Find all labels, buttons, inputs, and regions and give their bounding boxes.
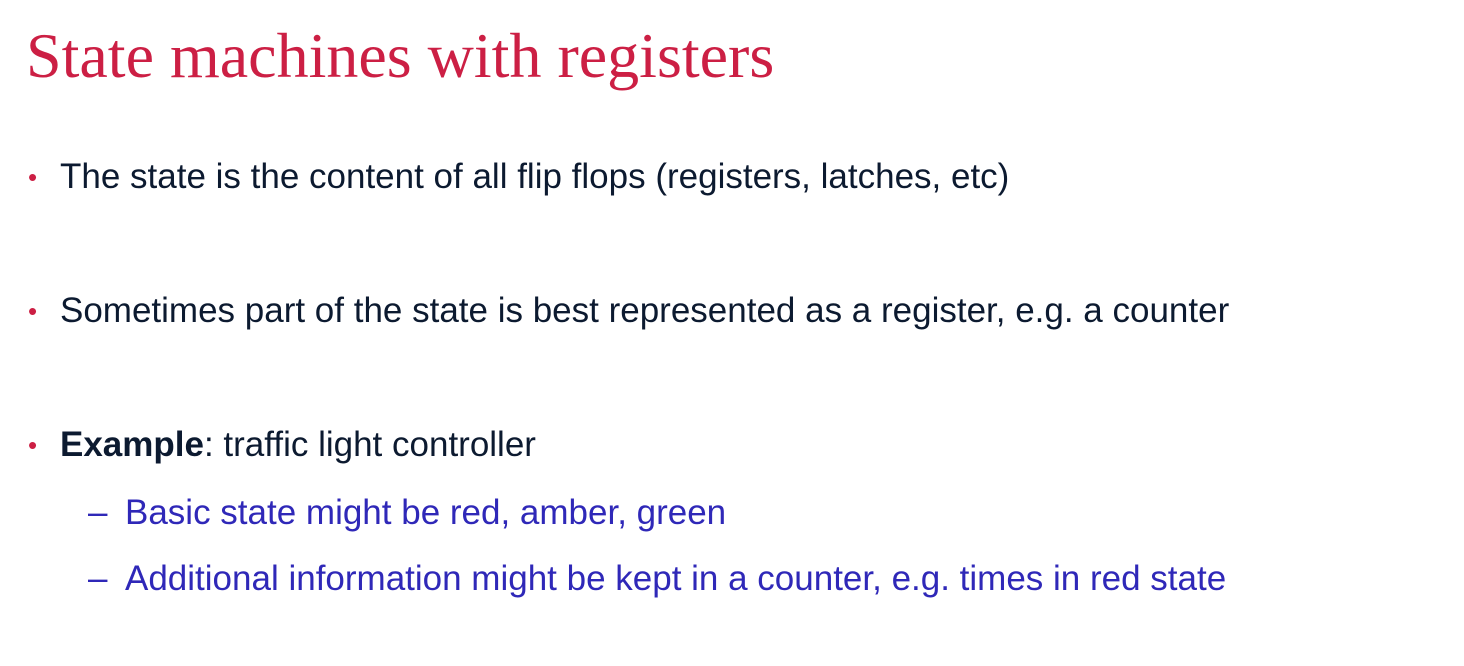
bullet-marker: • bbox=[28, 296, 38, 326]
sub-bullet-marker: – bbox=[88, 559, 108, 598]
bullet-item: • Sometimes part of the state is best rep… bbox=[24, 289, 1229, 333]
bullet-marker: • bbox=[28, 162, 38, 192]
bullet-marker: • bbox=[28, 430, 38, 460]
slide-title: State machines with registers bbox=[26, 20, 775, 91]
sub-bullet-marker: – bbox=[88, 493, 108, 532]
bullet-text: Sometimes part of the state is best repr… bbox=[60, 291, 1230, 330]
bullet-item: • The state is the content of all flip fl… bbox=[24, 155, 1009, 199]
sub-bullet-text: Additional information might be kept in … bbox=[125, 559, 1227, 598]
bullet-item: • Example: traffic light controller bbox=[24, 423, 536, 467]
sub-bullet-item: –Basic state might be red, amber, green bbox=[88, 491, 726, 535]
bullet-text: The state is the content of all flip flo… bbox=[60, 157, 1010, 196]
sub-bullet-item: –Additional information might be kept in… bbox=[88, 557, 1226, 601]
bullet-text: : traffic light controller bbox=[203, 425, 536, 464]
bullet-bold-text: Example bbox=[60, 425, 204, 464]
sub-bullet-text: Basic state might be red, amber, green bbox=[125, 493, 727, 532]
